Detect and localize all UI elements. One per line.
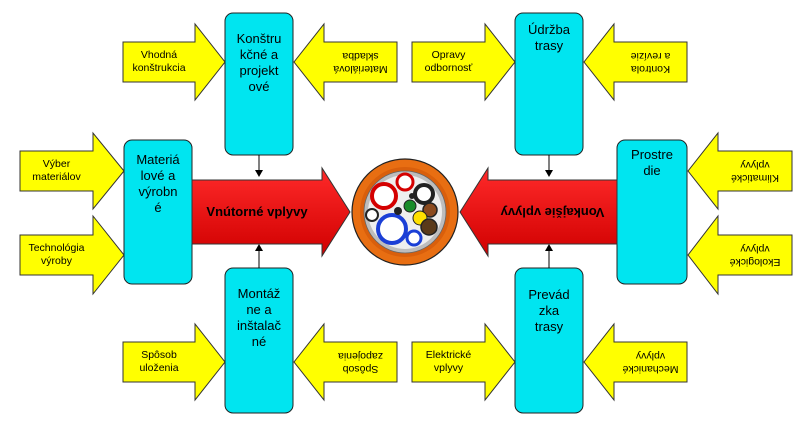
box-prevadzka-label: Prevád zka trasy (528, 286, 570, 335)
mechanicke-vplyvy-label: Mechanické vplyvy (622, 350, 679, 376)
technologia-vyroby-label: Technológia výroby (28, 241, 85, 267)
box-konstrukcne-label: Konštru kčné a projekt ové (236, 30, 282, 95)
klimaticke-vplyvy-label: Klimatické vplyvy (731, 159, 779, 185)
ekologicke-vplyvy-label: Ekologické vplyvy (729, 243, 781, 269)
arrow-mechanicke-vplyvy (583, 322, 688, 402)
arrow-klimaticke-vplyvy (687, 131, 793, 211)
arrow-vnutorne-vplyvy (191, 166, 351, 258)
arrow-opravy-odbornost (411, 22, 516, 102)
kontrola-a-revizie-label: Kontrola a revízie (630, 50, 671, 76)
arrow-kontrola-a-revizie (583, 22, 688, 102)
cable-cross-section (351, 158, 459, 266)
arrow-elektricke-vplyvy (411, 322, 516, 402)
box-montazne-label: Montáž ne a inštalač né (236, 285, 282, 350)
arrow-vonkajsie-vplyvy (459, 166, 618, 258)
box-udrzba-label: Údržba trasy (528, 21, 570, 53)
box-materialove-label: Materiá lové a výrobn é (136, 151, 180, 216)
vyber-materialov-label: Výber materiálov (32, 157, 81, 183)
connector-bottom-right-head (545, 244, 553, 251)
elektricke-vplyvy-label: Elektrické vplyvy (425, 348, 472, 374)
arrow-vhodna-konstrukcia (122, 22, 226, 102)
arrow-materialova-skladba (293, 22, 398, 102)
arrow-ekologicke-vplyvy (687, 214, 793, 296)
materialova-skladba-label: Materiálová skladba (333, 50, 388, 76)
opravy-odbornost-label: Opravy odbornosť (424, 48, 473, 74)
connector-top-right-head (545, 170, 553, 177)
connector-bottom-left-head (255, 244, 263, 251)
sposob-ulozenia-label: Spôsob uloženia (139, 348, 179, 374)
arrow-sposob-zapojenia (293, 322, 398, 402)
box-prostredie-label: Prostre die (631, 146, 673, 178)
arrow-vyber-materialov (19, 131, 125, 211)
arrow-technologia-vyroby (19, 214, 125, 296)
vhodna-konstrukcia-label: Vhodná konštrukcia (132, 48, 186, 74)
vnutorne-vplyvy-label: Vnútorné vplyvy (206, 203, 308, 219)
vonkajsie-vplyvy-label: Vonkajšie vplyvy (500, 205, 605, 221)
connector-top-left-head (255, 170, 263, 177)
sposob-zapojenia-label: Spôsob zapojenia (338, 350, 383, 376)
arrow-sposob-ulozenia (122, 322, 226, 402)
